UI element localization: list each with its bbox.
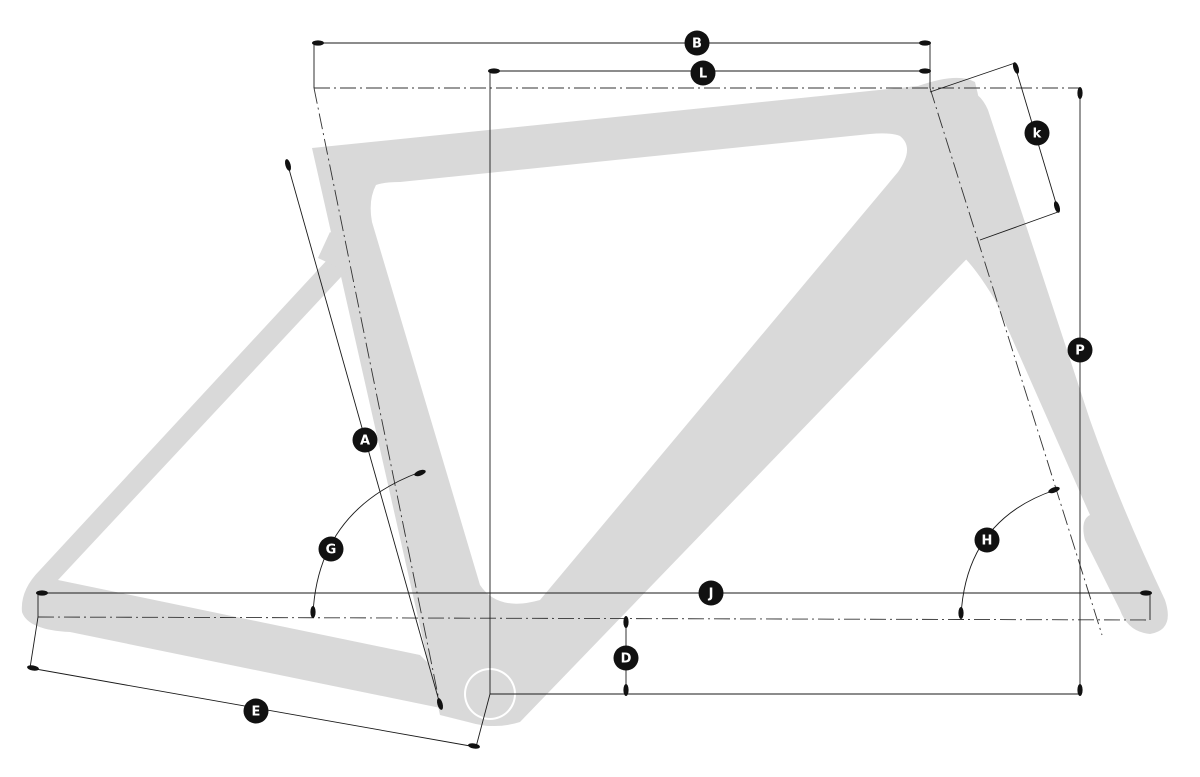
rear-triangle-upper [318,232,358,272]
label-e-text: E [252,705,261,720]
main-triangle [312,77,995,727]
fork [945,90,1168,634]
label-b: B [684,30,710,56]
dimension-labels: B L k P A G H J [243,30,1093,724]
cap [310,606,316,618]
axle-line [37,616,1151,621]
label-k: k [1024,120,1050,146]
arrow-caps [27,40,1152,749]
label-j: J [698,580,724,606]
label-h-text: H [982,534,993,549]
rear-triangle [21,246,471,712]
cap [1053,201,1061,213]
label-d: D [613,645,639,671]
cap [27,665,39,671]
label-k-text: k [1033,127,1042,142]
dim-h-arc [960,489,1056,617]
dim-k-ext-bottom [979,211,1059,241]
cap [919,40,931,46]
cap [958,607,964,619]
cap [1077,87,1083,99]
label-b-text: B [692,37,702,52]
frame-silhouette [21,77,1168,727]
cap [414,469,426,477]
dim-k-ext-top [929,62,1016,93]
cap [919,68,931,74]
dim-e-ext-left [29,616,39,669]
cap [312,40,324,46]
label-e: E [243,698,269,724]
label-a: A [352,427,378,453]
label-d-text: D [621,652,632,667]
seat-tube-axis [313,87,441,706]
cap [1012,62,1020,74]
cap [468,743,480,749]
cap [285,159,291,171]
label-a-text: A [360,434,370,449]
label-g: G [318,536,344,562]
label-g-text: G [326,543,337,558]
label-l-text: L [699,67,707,82]
cap [623,616,629,628]
cap [1140,590,1152,596]
centerlines [37,87,1151,706]
cap [488,68,500,74]
cap [623,684,629,696]
dim-g-arc [312,471,421,615]
cap [437,698,443,710]
head-tube-axis [929,87,1103,636]
cap [1077,684,1083,696]
label-p: P [1067,337,1093,363]
label-j-text: J [708,587,714,602]
label-p-text: P [1075,344,1085,359]
label-h: H [974,527,1000,553]
cap [36,590,48,596]
dim-e-ext-right [475,693,491,748]
cap [1048,486,1060,494]
label-l: L [690,60,716,86]
